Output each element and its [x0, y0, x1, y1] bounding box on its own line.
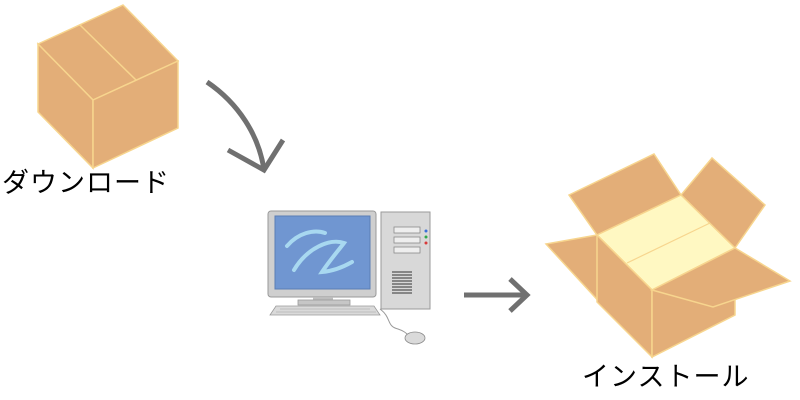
led-red — [424, 241, 428, 245]
open-box-inner-crease — [626, 222, 711, 264]
monitor-screen — [274, 215, 371, 290]
desktop-computer-icon — [267, 210, 431, 345]
screen-swoosh — [285, 229, 354, 275]
monitor-neck — [313, 297, 333, 301]
drive-bay-2 — [393, 236, 421, 244]
closed-box-tape-seam — [79, 24, 137, 81]
monitor-stand — [297, 299, 351, 306]
open-box-front-flap — [649, 247, 792, 308]
drive-bay-3 — [393, 246, 421, 254]
computer-tower — [380, 211, 431, 310]
mouse — [404, 331, 426, 345]
led-green — [424, 235, 428, 239]
led-blue — [424, 229, 428, 233]
tower-vent — [392, 271, 412, 294]
curved-arrow-icon — [205, 79, 286, 174]
right-arrow-icon — [464, 277, 531, 313]
closed-box-right-face — [92, 59, 179, 170]
mouse-cable — [379, 308, 409, 336]
closed-box-icon — [36, 4, 180, 170]
drive-bay-1 — [393, 226, 421, 234]
keyboard — [269, 305, 381, 316]
install-label: インストール — [582, 362, 750, 393]
download-label: ダウンロード — [2, 168, 170, 199]
open-box-icon — [544, 153, 792, 359]
